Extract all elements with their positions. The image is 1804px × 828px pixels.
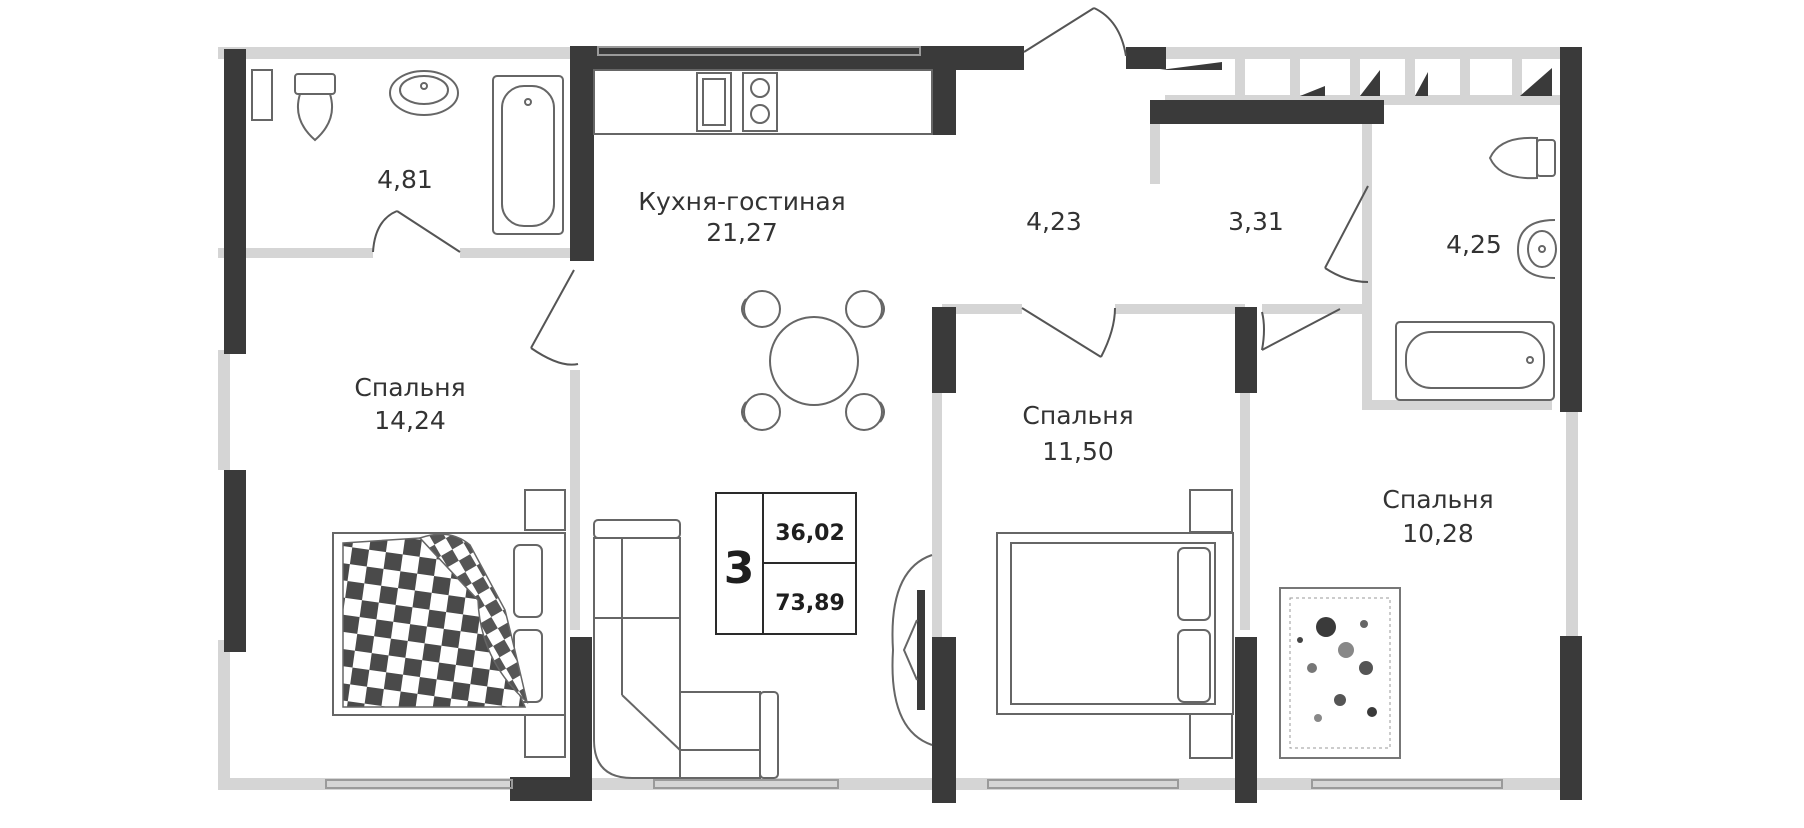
bathroom-right-area: 4,25 <box>1446 230 1502 259</box>
stove-icon <box>742 72 778 132</box>
windows <box>325 46 1503 789</box>
bathtub-left-icon <box>492 75 564 235</box>
bedroom-right-name: Спальня <box>1382 485 1493 514</box>
balcony-dividers <box>1160 62 1552 96</box>
dining-table-icon <box>741 290 885 431</box>
hall-area: 4,23 <box>1026 207 1082 236</box>
bedroom-middle-name: Спальня <box>1022 401 1133 430</box>
corridor-area: 3,31 <box>1228 207 1284 236</box>
rooms-count: 3 <box>724 543 755 594</box>
tv-unit-icon <box>891 554 933 746</box>
sink-right-icon <box>1516 219 1557 279</box>
bearing-walls <box>224 46 1582 803</box>
bedroom-left-area: 14,24 <box>374 406 446 435</box>
crib-icon <box>1279 587 1401 759</box>
doors <box>372 7 1369 366</box>
toilet-left-icon <box>294 73 336 142</box>
bedroom-right-area: 10,28 <box>1402 519 1474 548</box>
bed-middle-icon <box>996 489 1234 759</box>
sofa-icon <box>593 519 779 779</box>
kitchen-counter <box>593 69 933 135</box>
bathroom-left-area: 4,81 <box>377 165 433 194</box>
bathtub-right-icon <box>1395 321 1555 401</box>
bedroom-left-name: Спальня <box>354 373 465 402</box>
bedroom-middle-area: 11,50 <box>1042 437 1114 466</box>
kitchen-living-name: Кухня-гостиная <box>638 187 845 216</box>
kitchen-living-area: 21,27 <box>706 218 778 247</box>
toilet-right-icon <box>1488 136 1556 180</box>
apartment-info-box: 3 36,02 73,89 <box>715 492 857 635</box>
kitchen-sink-icon <box>696 72 732 132</box>
living-area-value: 36,02 <box>775 521 845 546</box>
sink-left-icon <box>389 70 459 116</box>
total-area-value: 73,89 <box>775 591 845 616</box>
room-labels: 4,81 Кухня-гостиная 21,27 4,23 3,31 4,25… <box>354 165 1501 548</box>
cabinet-left-icon <box>251 69 273 121</box>
bed-left-icon <box>332 489 566 758</box>
